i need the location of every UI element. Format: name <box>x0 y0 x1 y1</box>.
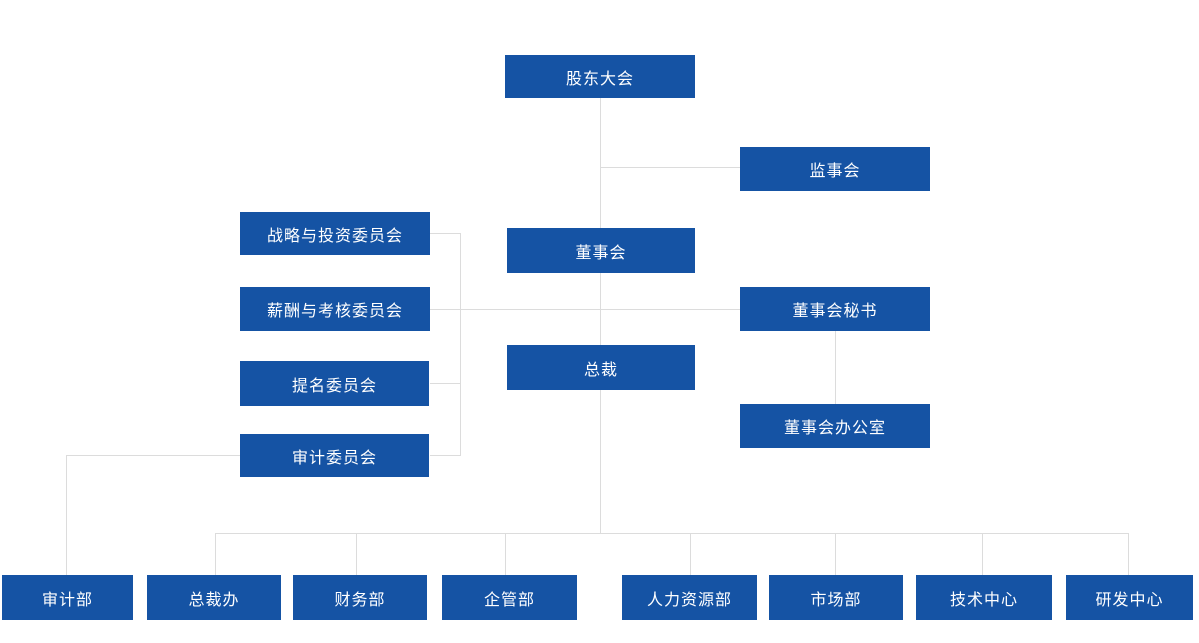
org-node-board-of-directors: 董事会 <box>507 228 695 273</box>
org-node-compensation-assessment-committee: 薪酬与考核委员会 <box>240 287 430 331</box>
connector-spine-president-bus <box>600 390 601 533</box>
connector-spine-shareholders-board <box>600 98 601 228</box>
org-node-audit-committee: 审计委员会 <box>240 434 429 477</box>
connector-drop-department <box>1128 533 1129 575</box>
connector-branch-supervisory <box>600 167 740 168</box>
connector-department-bus <box>215 533 1128 534</box>
org-node-department: 总裁办 <box>147 575 281 620</box>
org-node-board-secretary: 董事会秘书 <box>740 287 930 331</box>
org-node-department: 人力资源部 <box>622 575 757 620</box>
org-node-department: 技术中心 <box>916 575 1052 620</box>
org-node-supervisory-board: 监事会 <box>740 147 930 191</box>
connector-committee-rail <box>460 233 461 456</box>
connector-stub-nomination <box>430 383 460 384</box>
org-node-board-office: 董事会办公室 <box>740 404 930 448</box>
connector-drop-department <box>505 533 506 575</box>
connector-stub-strategy <box>430 233 460 234</box>
connector-drop-department <box>215 533 216 575</box>
connector-drop-audit-dept <box>66 455 67 575</box>
org-node-department: 审计部 <box>2 575 133 620</box>
org-node-shareholders-meeting: 股东大会 <box>505 55 695 98</box>
org-node-department: 企管部 <box>442 575 577 620</box>
connector-drop-department <box>982 533 983 575</box>
connector-audit-committee-left <box>66 455 240 456</box>
connector-stub-audit-committee <box>430 455 460 456</box>
org-node-nomination-committee: 提名委员会 <box>240 361 429 406</box>
org-node-department: 研发中心 <box>1066 575 1193 620</box>
connector-drop-department <box>690 533 691 575</box>
connector-secretary-office <box>835 331 836 404</box>
connector-cross-committees-secretary <box>430 309 740 310</box>
connector-drop-department <box>835 533 836 575</box>
org-node-president: 总裁 <box>507 345 695 390</box>
org-node-strategy-investment-committee: 战略与投资委员会 <box>240 212 430 255</box>
connector-drop-department <box>356 533 357 575</box>
org-node-department: 财务部 <box>293 575 427 620</box>
org-node-department: 市场部 <box>769 575 903 620</box>
